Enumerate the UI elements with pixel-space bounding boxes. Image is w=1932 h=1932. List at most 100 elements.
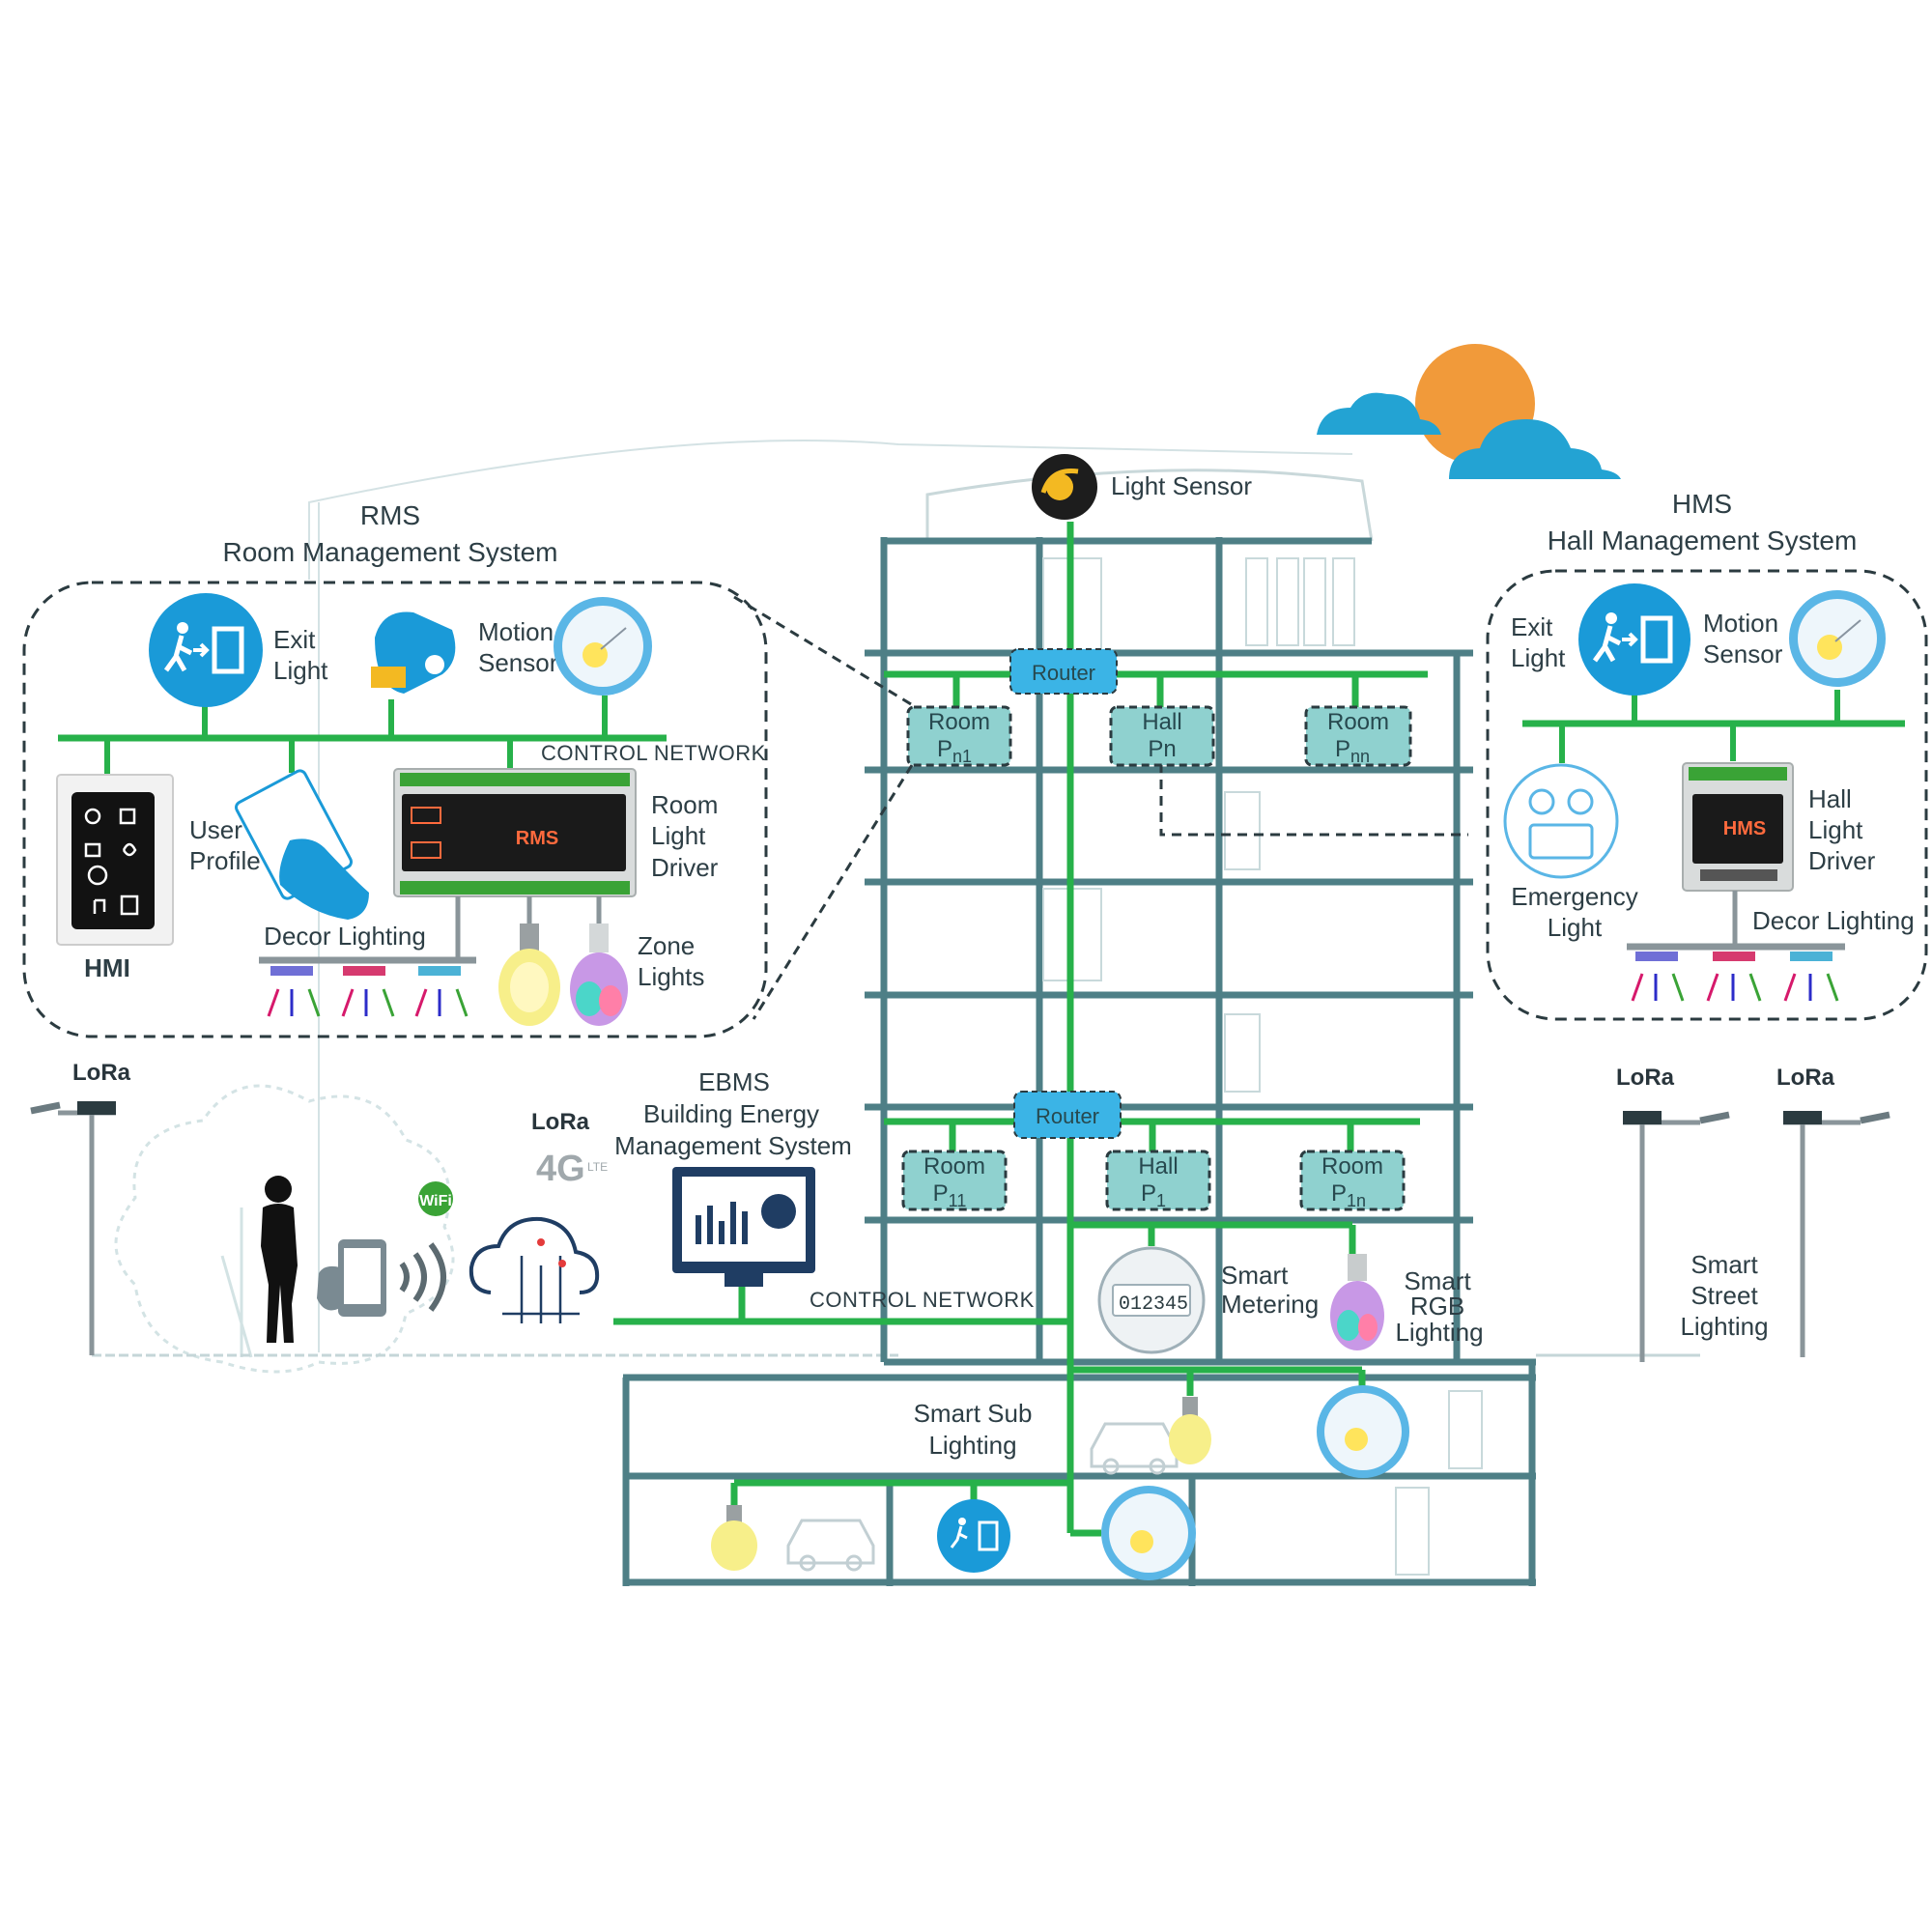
street-lighting-label-1: Smart bbox=[1690, 1250, 1758, 1279]
box-room-pn1: Room Pn1 bbox=[906, 705, 1012, 767]
smart-rgb-label-3: Lighting bbox=[1395, 1318, 1483, 1347]
hms-driver-device-icon bbox=[1682, 762, 1794, 892]
svg-text:Room: Room bbox=[1321, 1153, 1383, 1179]
basement-bulb-lower-icon bbox=[711, 1505, 757, 1571]
svg-text:P1n: P1n bbox=[1331, 1180, 1366, 1210]
meter-reading: 012345 bbox=[1119, 1293, 1188, 1316]
dashed-connectors bbox=[733, 595, 1468, 1020]
box-room-p11: Room P11 bbox=[901, 1150, 1008, 1211]
hms-exit-light-icon bbox=[1578, 583, 1690, 696]
rms-exit-light-label-2: Light bbox=[273, 656, 328, 685]
rms-decor-drops bbox=[455, 896, 602, 958]
router-top-label: Router bbox=[1032, 661, 1095, 685]
lora-right-1-label: LoRa bbox=[1616, 1065, 1675, 1091]
smart-metering-label-2: Metering bbox=[1221, 1290, 1319, 1319]
ebms-monitor-icon bbox=[672, 1167, 815, 1287]
rms-exit-light-label-1: Exit bbox=[273, 625, 316, 654]
hms-decor-light-strip bbox=[1627, 943, 1845, 1002]
rms-panel-border bbox=[22, 581, 768, 1038]
basement-motion-sensor-upper-icon bbox=[1317, 1385, 1409, 1478]
hms-title: HMS bbox=[1672, 489, 1732, 519]
svg-text:P1: P1 bbox=[1141, 1180, 1166, 1210]
rms-driver-device-icon bbox=[393, 768, 637, 897]
svg-text:Hall: Hall bbox=[1142, 709, 1181, 735]
smart-rgb-bulb-icon bbox=[1330, 1254, 1384, 1350]
street-lighting-label-3: Lighting bbox=[1680, 1312, 1768, 1341]
rms-bus-drops bbox=[104, 696, 608, 779]
street-lighting-label-2: Street bbox=[1690, 1281, 1758, 1310]
basement-motion-sensor-lower-icon bbox=[1101, 1486, 1196, 1580]
hms-bus-drops bbox=[1559, 690, 1840, 763]
rms-exit-light-icon bbox=[149, 593, 263, 707]
rms-motion-sensor-icon bbox=[554, 597, 652, 696]
smart-metering-label-1: Smart bbox=[1221, 1261, 1289, 1290]
zone-lights-label-1: Zone bbox=[638, 931, 695, 960]
room-light-driver-label-3: Driver bbox=[651, 853, 719, 882]
hms-motion-sensor-label-1: Motion bbox=[1703, 609, 1778, 638]
hms-device-label: HMS bbox=[1723, 818, 1766, 839]
hall-light-driver-label-1: Hall bbox=[1808, 784, 1852, 813]
cellular-lte-label: LTE bbox=[587, 1160, 608, 1174]
router-bottom: Router bbox=[1013, 1091, 1122, 1139]
hms-motion-sensor-label-2: Sensor bbox=[1703, 639, 1783, 668]
hmi-panel-icon bbox=[56, 774, 174, 946]
lora-right-2-label: LoRa bbox=[1776, 1065, 1835, 1091]
basement-exit-light-icon bbox=[937, 1499, 1010, 1573]
emergency-light-label-2: Light bbox=[1548, 913, 1603, 942]
lora-center-label: LoRa bbox=[531, 1109, 590, 1135]
street-light-left bbox=[30, 1101, 116, 1355]
cellular-4g-label: 4G bbox=[536, 1149, 585, 1189]
hall-light-driver-label-3: Driver bbox=[1808, 846, 1876, 875]
background-tree bbox=[114, 1084, 455, 1374]
rms-title: RMS bbox=[360, 500, 420, 530]
svg-text:Room: Room bbox=[923, 1153, 985, 1179]
zone-lights-label-2: Lights bbox=[638, 962, 704, 991]
user-profile-card-icon bbox=[235, 769, 369, 920]
hms-exit-light-label-2: Light bbox=[1511, 643, 1566, 672]
smartphone-hand-icon bbox=[317, 1239, 386, 1317]
cloud-iot-icon bbox=[469, 1216, 600, 1323]
cloud-icon bbox=[1317, 392, 1621, 479]
smart-meter-icon bbox=[1097, 1246, 1206, 1354]
rms-subtitle: Room Management System bbox=[222, 537, 557, 567]
car-icon-lower bbox=[786, 1519, 875, 1572]
building-windows bbox=[1042, 557, 1483, 1576]
router-bottom-label: Router bbox=[1036, 1104, 1099, 1128]
svg-text:Hall: Hall bbox=[1138, 1153, 1178, 1179]
hms-exit-light-label-1: Exit bbox=[1511, 612, 1553, 641]
rms-motion-sensor-label-2: Sensor bbox=[478, 648, 558, 677]
svg-text:Pn: Pn bbox=[1148, 736, 1176, 762]
rms-motion-sensor-label-1: Motion bbox=[478, 617, 554, 646]
rms-decor-light-strip bbox=[259, 956, 476, 1017]
user-profile-label-1: User bbox=[189, 815, 242, 844]
hms-motion-sensor-icon bbox=[1789, 590, 1886, 687]
light-sensor-label: Light Sensor bbox=[1111, 471, 1252, 500]
emergency-light-icon bbox=[1503, 763, 1619, 879]
wifi-icon bbox=[418, 1181, 453, 1216]
ebms-line1: Building Energy bbox=[643, 1099, 819, 1128]
svg-text:P11: P11 bbox=[933, 1180, 967, 1210]
person-silhouette-icon bbox=[261, 1176, 298, 1343]
box-room-pnn: Room Pnn bbox=[1304, 705, 1412, 767]
street-light-right-2 bbox=[1783, 1111, 1890, 1357]
svg-text:Pnn: Pnn bbox=[1335, 736, 1370, 766]
basement-bulb-upper-icon bbox=[1169, 1397, 1211, 1464]
ebms-title: EBMS bbox=[698, 1067, 770, 1096]
background-house-outline bbox=[308, 440, 1353, 1352]
box-hall-p1: Hall P1 bbox=[1105, 1150, 1211, 1211]
hall-light-driver-label-2: Light bbox=[1808, 815, 1863, 844]
ebms-line2: Management System bbox=[614, 1131, 852, 1160]
smart-sub-lighting-label-1: Smart Sub bbox=[914, 1399, 1033, 1428]
emergency-light-label-1: Emergency bbox=[1511, 882, 1638, 911]
user-profile-label-2: Profile bbox=[189, 846, 261, 875]
hms-decor-lighting-label: Decor Lighting bbox=[1752, 906, 1915, 935]
hms-panel-border bbox=[1486, 569, 1928, 1021]
zone-light-bulb-rgb-icon bbox=[570, 923, 628, 1026]
smart-sub-lighting-label-2: Lighting bbox=[928, 1431, 1016, 1460]
room-light-driver-label-1: Room bbox=[651, 790, 718, 819]
box-hall-pn: Hall Pn bbox=[1109, 705, 1215, 767]
lora-left-label: LoRa bbox=[72, 1060, 131, 1086]
street-light-right-1 bbox=[1623, 1111, 1730, 1362]
box-room-p1n: Room P1n bbox=[1299, 1150, 1406, 1211]
svg-text:Room: Room bbox=[1327, 709, 1389, 735]
